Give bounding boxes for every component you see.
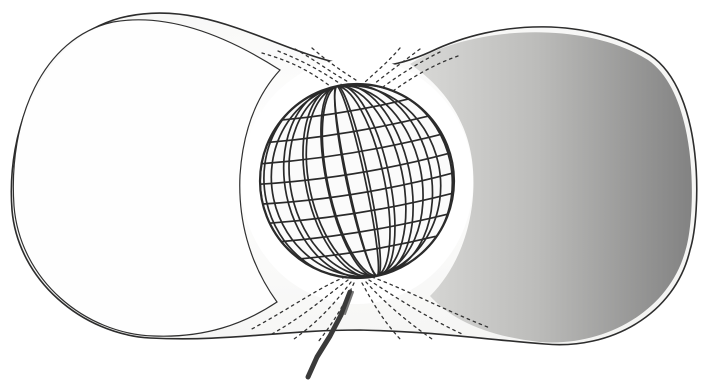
left-lobe	[13, 20, 280, 336]
